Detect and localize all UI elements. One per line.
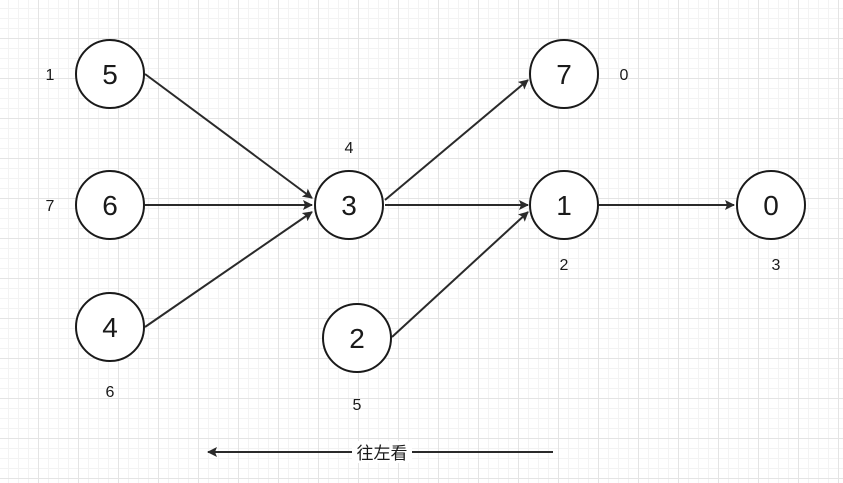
node-6-circle <box>75 170 145 240</box>
node-5-circle <box>75 39 145 109</box>
node-6-label: 6 <box>102 190 118 221</box>
node-1-value: 2 <box>560 257 569 274</box>
node-5[interactable]: 5 <box>75 39 145 109</box>
look-left-indicator: 往左看 <box>207 441 553 464</box>
node-7-label: 7 <box>556 59 572 90</box>
node-2-circle <box>322 303 392 373</box>
node-6[interactable]: 6 <box>75 170 145 240</box>
node-0-circle <box>736 170 806 240</box>
node-6-value: 7 <box>46 198 55 215</box>
node-3-value: 4 <box>345 140 354 157</box>
node-7-value: 0 <box>620 67 629 84</box>
node-5-value: 1 <box>46 67 55 84</box>
node-4-value: 6 <box>106 384 115 401</box>
node-0[interactable]: 0 <box>736 170 806 240</box>
node-0-value: 3 <box>772 257 781 274</box>
caption-backdrop <box>352 441 412 463</box>
node-2[interactable]: 2 <box>322 303 392 373</box>
node-4-circle <box>75 292 145 362</box>
node-7[interactable]: 7 <box>529 39 599 109</box>
node-1-circle <box>529 170 599 240</box>
node-4-label: 4 <box>102 312 118 343</box>
node-1[interactable]: 1 <box>529 170 599 240</box>
caption-text: 往左看 <box>357 444 408 464</box>
node-1-label: 1 <box>556 190 572 221</box>
node-7-circle <box>529 39 599 109</box>
edge-2-to-1 <box>391 211 529 338</box>
node-5-label: 5 <box>102 59 118 90</box>
edge-5-to-3 <box>144 73 313 199</box>
node-0-label: 0 <box>763 190 779 221</box>
node-3[interactable]: 3 <box>314 170 384 240</box>
edge-4-to-3 <box>144 211 313 328</box>
node-3-circle <box>314 170 384 240</box>
node-2-label: 2 <box>349 323 365 354</box>
node-4[interactable]: 4 <box>75 292 145 362</box>
node-2-value: 5 <box>353 397 362 414</box>
node-3-label: 3 <box>341 190 357 221</box>
edge-3-to-7 <box>384 79 529 201</box>
